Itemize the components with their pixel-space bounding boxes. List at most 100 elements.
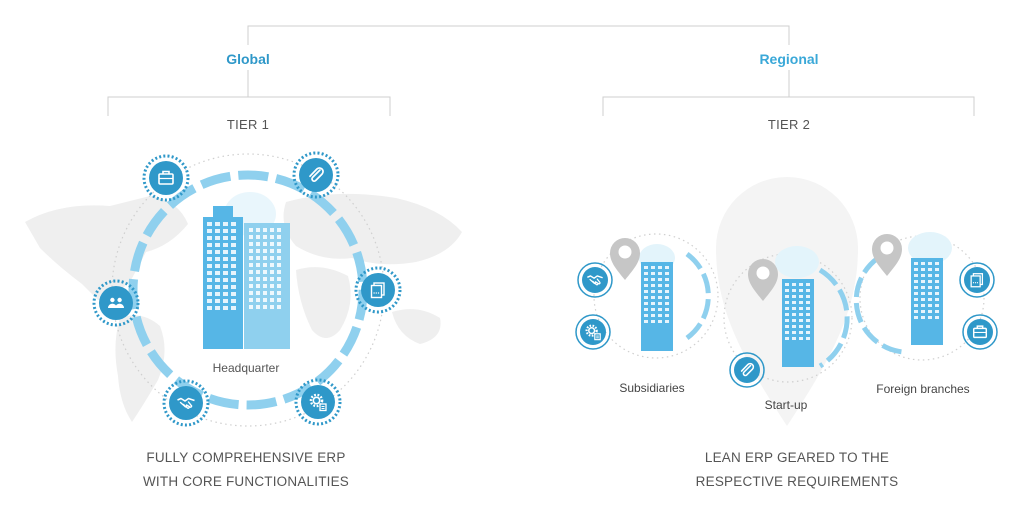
building-window — [223, 243, 228, 247]
building-window — [928, 262, 932, 265]
building-window — [785, 313, 789, 316]
tier2-label: TIER 2 — [767, 117, 811, 132]
building-window — [249, 256, 253, 260]
building-window — [231, 292, 236, 296]
building-window — [935, 268, 939, 271]
building-window — [249, 242, 253, 246]
building-window — [651, 278, 655, 281]
tier1-orbit-icons — [92, 151, 402, 427]
building-window — [785, 331, 789, 334]
building-window — [658, 266, 662, 269]
building-window — [799, 289, 803, 292]
building-window — [921, 310, 925, 313]
building-window — [921, 316, 925, 319]
building-window — [223, 278, 228, 282]
building-window — [665, 302, 669, 305]
building-window — [644, 296, 648, 299]
building-window — [785, 307, 789, 310]
building-window — [256, 249, 260, 253]
building-window — [207, 306, 212, 310]
building-window — [799, 325, 803, 328]
building-window — [263, 270, 267, 274]
building-window — [270, 256, 274, 260]
building-window — [806, 295, 810, 298]
building-window — [277, 263, 281, 267]
building-window — [249, 291, 253, 295]
building-window — [928, 268, 932, 271]
building-window — [651, 284, 655, 287]
building-window — [207, 285, 212, 289]
building-window — [256, 270, 260, 274]
building-window — [651, 272, 655, 275]
building-window — [249, 263, 253, 267]
building-window — [785, 283, 789, 286]
building-window — [270, 263, 274, 267]
building-window — [799, 295, 803, 298]
tier2-description-line1: LEAN ERP GEARED TO THE — [704, 450, 890, 465]
building-window — [665, 278, 669, 281]
building-window — [806, 331, 810, 334]
building-window — [256, 305, 260, 309]
building-window — [231, 271, 236, 275]
building-window — [921, 280, 925, 283]
building-window — [249, 305, 253, 309]
building-window — [231, 306, 236, 310]
building-window — [270, 298, 274, 302]
building-window — [792, 307, 796, 310]
building-window — [263, 284, 267, 288]
regional-label: Regional — [759, 51, 819, 67]
building-window — [644, 266, 648, 269]
building-window — [651, 302, 655, 305]
building-window — [256, 277, 260, 281]
building-window — [263, 291, 267, 295]
building-window — [207, 278, 212, 282]
building-window — [270, 235, 274, 239]
building-window — [231, 264, 236, 268]
building-window — [231, 285, 236, 289]
building-window — [785, 319, 789, 322]
building-window — [806, 301, 810, 304]
building-window — [806, 313, 810, 316]
building-window — [658, 278, 662, 281]
building-window — [215, 299, 220, 303]
building-window — [256, 298, 260, 302]
foreign-branches-unit: Foreign branches — [853, 232, 998, 396]
building-window — [207, 292, 212, 296]
briefcase-icon — [962, 314, 998, 350]
building-window — [277, 242, 281, 246]
building-window — [935, 262, 939, 265]
building-window — [914, 304, 918, 307]
building-window — [215, 264, 220, 268]
building-window — [792, 289, 796, 292]
building-window — [207, 257, 212, 261]
building-window — [665, 290, 669, 293]
building-window — [215, 292, 220, 296]
building-window — [792, 331, 796, 334]
building-window — [935, 286, 939, 289]
building-window — [207, 264, 212, 268]
building-window — [223, 271, 228, 275]
building-window — [665, 314, 669, 317]
building-window — [928, 274, 932, 277]
building-window — [207, 250, 212, 254]
startup-unit: Start-up — [723, 246, 853, 412]
building-window — [231, 257, 236, 261]
building-window — [223, 236, 228, 240]
building-window — [256, 256, 260, 260]
building-window — [665, 284, 669, 287]
tier1-hub: Headquarter — [111, 153, 385, 427]
building-window — [256, 291, 260, 295]
building-window — [270, 305, 274, 309]
building-window — [249, 249, 253, 253]
building-window — [277, 249, 281, 253]
settings-doc-icon — [575, 314, 611, 350]
building-window — [914, 298, 918, 301]
tier1-description-line1: FULLY COMPREHENSIVE ERP — [146, 450, 346, 465]
building-window — [256, 263, 260, 267]
handshake-icon — [162, 379, 210, 427]
building-window — [799, 319, 803, 322]
building-window — [792, 313, 796, 316]
building-window — [644, 278, 648, 281]
hierarchy-connectors — [107, 25, 975, 116]
building-window — [644, 290, 648, 293]
